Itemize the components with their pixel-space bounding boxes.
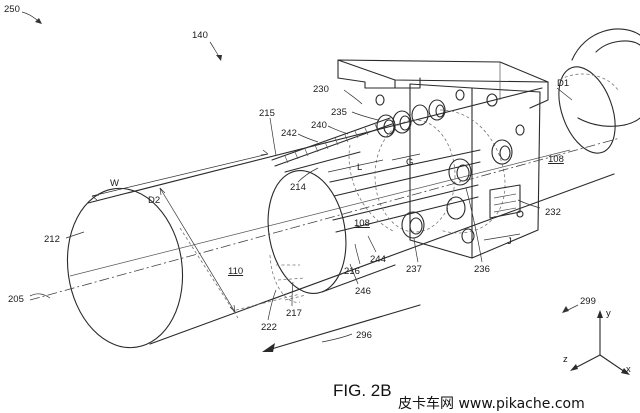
direction-arrow xyxy=(262,304,421,352)
dimensions xyxy=(91,87,573,313)
ref-L: L xyxy=(357,162,362,173)
watermark-text: 皮卡车网 www.pikache.com xyxy=(398,395,585,412)
ref-J: J xyxy=(507,236,512,247)
ref-242: 242 xyxy=(281,128,297,139)
rear-tube xyxy=(558,28,640,154)
outer-cylinder xyxy=(66,87,615,349)
ref-237: 237 xyxy=(406,264,422,275)
ref-244: 244 xyxy=(370,254,386,265)
figure-title: FIG. 2B xyxy=(333,381,392,400)
leader-lines xyxy=(21,11,579,343)
centerline xyxy=(29,137,621,301)
mounting-block xyxy=(337,59,549,259)
ref-G: G xyxy=(406,157,413,168)
center-rod xyxy=(329,149,481,233)
ref-215: 215 xyxy=(259,108,275,119)
ref-230: 230 xyxy=(313,84,329,95)
ref-216: 216 xyxy=(344,266,360,277)
fasteners xyxy=(375,89,525,244)
ref-236: 236 xyxy=(474,264,490,275)
threaded-rod xyxy=(271,117,393,167)
ref-214: 214 xyxy=(290,182,306,193)
ref-205: 205 xyxy=(8,294,24,305)
ref-D1: D1 xyxy=(557,78,569,89)
ref-110: 110 xyxy=(228,266,243,277)
ref-240: 240 xyxy=(311,120,327,131)
coordinate-axes xyxy=(570,310,630,375)
axis-y-label: y xyxy=(606,308,611,319)
ref-235: 235 xyxy=(331,107,347,118)
ref-108-center: 108 xyxy=(354,218,370,229)
ref-250: 250 xyxy=(4,4,20,15)
ref-108-right: 108 xyxy=(548,154,564,165)
axis-x-label: x xyxy=(626,364,631,375)
axis-z-label: z xyxy=(563,354,568,365)
ref-246: 246 xyxy=(355,286,371,297)
ref-222: 222 xyxy=(261,322,277,333)
ref-217: 217 xyxy=(286,308,302,319)
ref-296: 296 xyxy=(356,330,372,341)
ref-299: 299 xyxy=(580,296,596,307)
ref-140: 140 xyxy=(192,30,208,41)
ref-D2: D2 xyxy=(148,195,160,206)
ref-W: W xyxy=(110,178,119,189)
ref-212: 212 xyxy=(44,234,60,245)
ref-232: 232 xyxy=(545,207,561,218)
